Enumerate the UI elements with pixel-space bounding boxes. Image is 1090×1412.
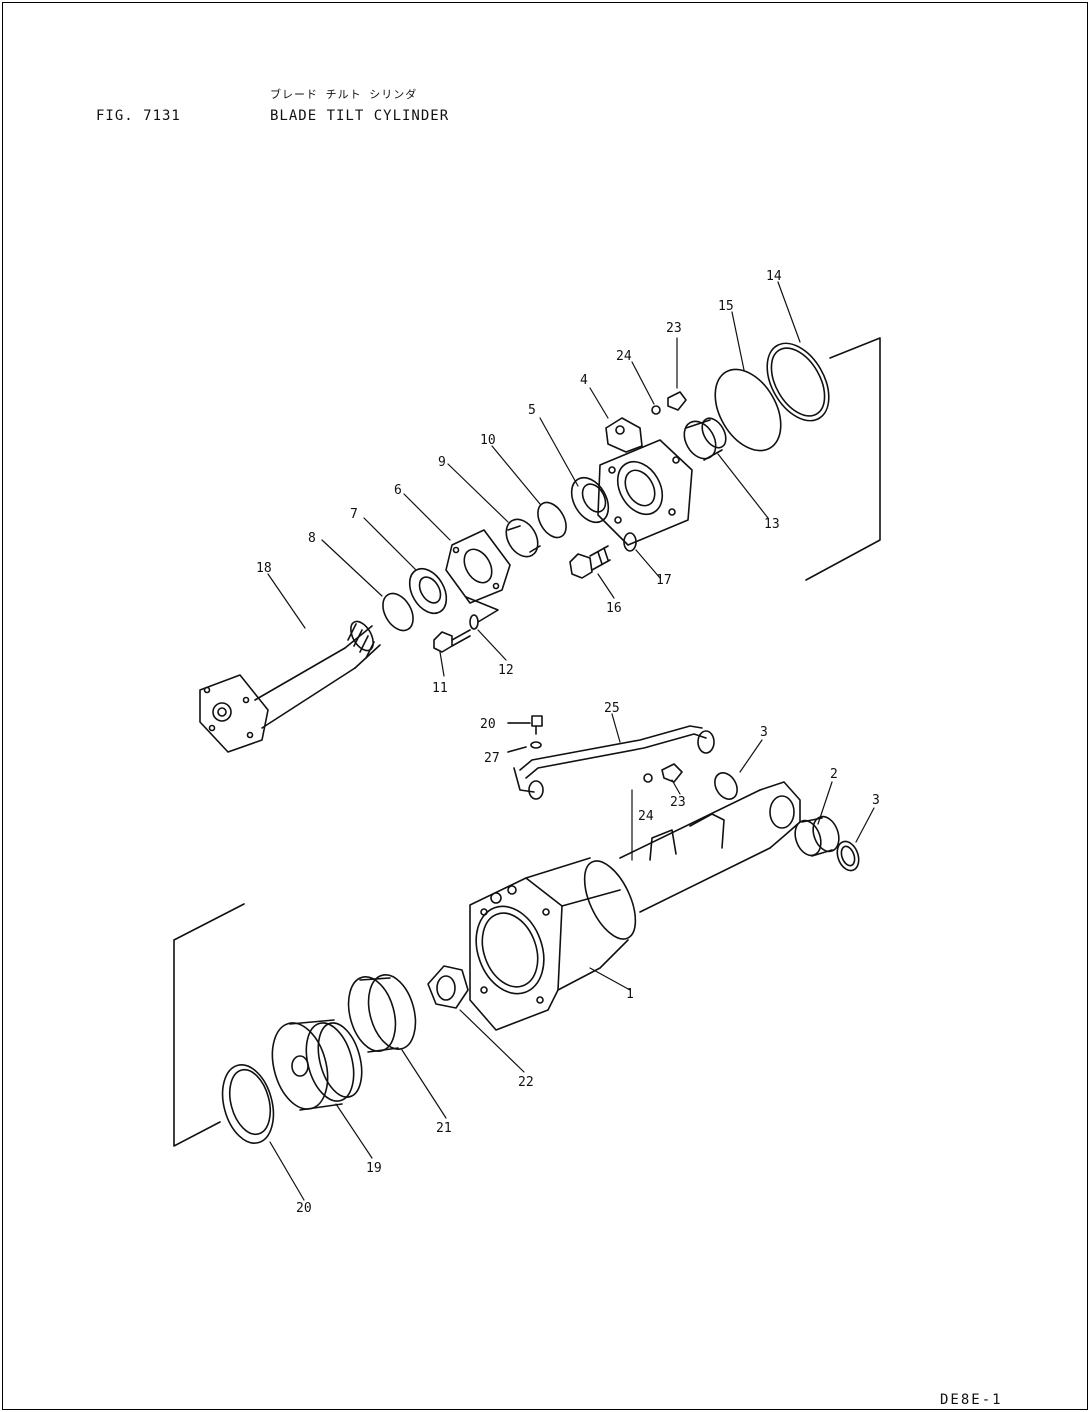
piston-seal-part (221, 1064, 275, 1144)
callout-5: 5 (528, 403, 536, 418)
lower-seal-washer-part (643, 773, 653, 783)
callout-27: 27 (484, 751, 500, 766)
tube-clamp-bolt-part (507, 715, 543, 753)
cylinder-tube-part (469, 781, 801, 1031)
callout-13: 13 (764, 517, 780, 532)
lower-group-bracket (173, 903, 245, 1147)
callout-labels: 1 2 3 3 4 5 6 7 8 9 10 11 12 13 14 15 16… (256, 269, 880, 1216)
leader-lines (267, 281, 875, 1201)
callout-24: 24 (638, 809, 654, 824)
piston-rod-part (199, 620, 381, 753)
piston-nut-part (427, 965, 469, 1009)
callout-11: 11 (432, 681, 448, 696)
callout-26: 20 (480, 717, 496, 732)
lower-elbow-fitting-part (661, 763, 683, 783)
o-ring-part (537, 501, 567, 539)
end-dust-seal-part (836, 840, 860, 872)
callout-7: 7 (350, 507, 358, 522)
head-bolt-part (569, 532, 637, 579)
cylinder-head-part (597, 417, 693, 546)
callout-23: 23 (670, 795, 686, 810)
callout-18: 18 (256, 561, 272, 576)
title-japanese: ブレード チルト シリンダ (270, 88, 418, 101)
figure-number: FIG. 7131 (96, 108, 181, 124)
callout-6: 6 (394, 483, 402, 498)
snap-ring-part (382, 592, 414, 632)
callout-15: 15 (718, 299, 734, 314)
callout-24: 24 (616, 349, 632, 364)
bushing-part (683, 417, 727, 461)
elbow-fitting-part (667, 391, 687, 411)
callout-16: 16 (606, 601, 622, 616)
callout-1: 1 (626, 987, 634, 1002)
callout-8: 8 (308, 531, 316, 546)
upper-group-bracket (805, 337, 881, 581)
collar-part (505, 518, 541, 558)
tube-part (513, 725, 715, 800)
callout-22: 22 (518, 1075, 534, 1090)
wear-ring-part (347, 974, 417, 1053)
callout-10: 10 (480, 433, 496, 448)
bolt-part (433, 614, 479, 653)
callout-9: 9 (438, 455, 446, 470)
backup-ring-part (766, 342, 830, 422)
large-o-ring-part (714, 368, 782, 452)
callout-3: 3 (872, 793, 880, 808)
callout-23: 23 (666, 321, 682, 336)
dust-seal-part (714, 772, 738, 800)
diagram-title: BLADE TILT CYLINDER (270, 108, 450, 124)
callout-19: 19 (366, 1161, 382, 1176)
callout-21: 21 (436, 1121, 452, 1136)
end-bushing-part (794, 815, 840, 857)
packing-part (570, 476, 610, 524)
callout-12: 12 (498, 663, 514, 678)
piston-part (271, 1019, 363, 1111)
retainer-part (445, 529, 511, 623)
callout-3: 3 (760, 725, 768, 740)
callout-14: 14 (766, 269, 782, 284)
page-code: DE8E-1 (940, 1392, 1003, 1408)
callout-17: 17 (656, 573, 672, 588)
callout-2: 2 (830, 767, 838, 782)
callout-4: 4 (580, 373, 588, 388)
callout-20: 20 (296, 1201, 312, 1216)
seal-washer-part (651, 405, 661, 415)
callout-25: 25 (604, 701, 620, 716)
